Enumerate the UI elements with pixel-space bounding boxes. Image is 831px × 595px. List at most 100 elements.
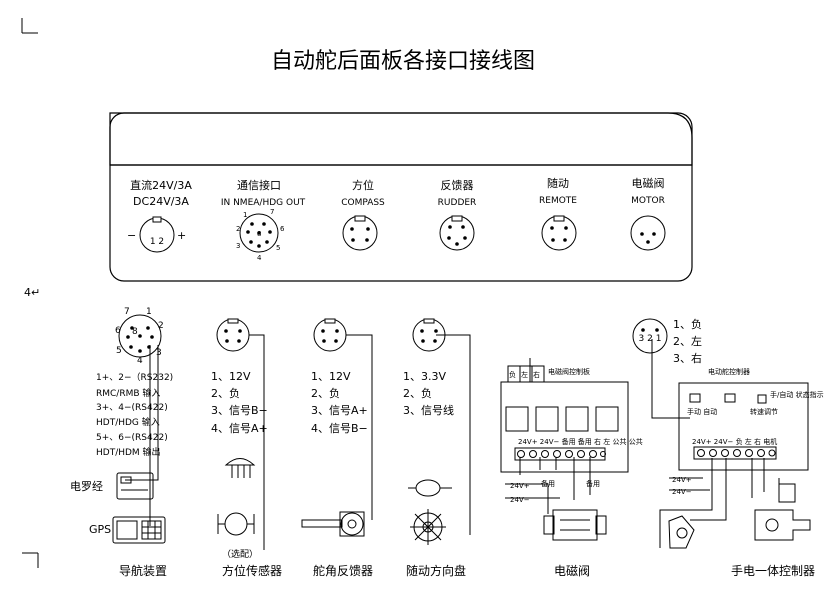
compass-sensor-group: 1、12V 2、负 3、信号B− 4、信号A+ （选配） 方位传感器 [211,318,282,578]
gps-device [112,516,166,544]
power-plus: + [177,229,186,242]
panel-connectors [139,213,666,253]
connector-power [139,216,175,253]
wires [125,334,780,550]
rudder-line-2: 2、负 [311,386,340,400]
motor-controller-group: 3 2 1 1、负 2、左 3、右 电动舵控制器 手/自动 状态指示 手动 自动… [632,317,824,578]
motor-v-plus: 24V+ [672,476,692,484]
comm-pin-8: 8 [257,230,261,238]
comm-pin-5: 5 [276,244,280,252]
motor-mini-1: 手/自动 状态指示 [770,390,824,399]
port-rudder-en: RUDDER [438,198,477,208]
gyro-compass-device [116,472,154,500]
nav-note-1: 1+、2−（RS232) [96,372,173,383]
motor-line-2: 2、左 [673,335,702,348]
comm-pin-3: 3 [236,242,240,250]
nav-pin-5: 5 [116,346,122,356]
nav-note-6: HDT/HDM 输出 [96,446,161,458]
valve-relays [505,406,619,432]
nav-note-2: RMC/RMB 输入 [96,387,160,399]
port-rudder-cn: 反馈器 [441,179,474,192]
page-corner-marks [21,18,39,568]
comm-pin-1: 1 [243,211,247,219]
diagram-title: 自动舵后面板各接口接线图 [271,49,535,74]
rudder-feedback-group: 1、12V 2、负 3、信号A+ 4、信号B− 舵角反馈器 [301,318,373,578]
valve-top-term-3: 右 [533,370,540,379]
motor-mini-3: 转速调节 [750,407,778,416]
nav-pin-6: 6 [115,326,121,336]
compass-sensor-connector [216,318,250,352]
nav-pin-1: 1 [146,307,152,317]
rudder-connector [313,318,347,352]
port-remote-en: REMOTE [539,196,577,206]
connector-rudder [439,215,475,251]
nav-pin-4: 4 [137,356,143,366]
motor-terminal-labels: 24V+ 24V− 负 左 右 电机 [692,437,777,446]
nav-connector [118,314,162,358]
compass-line-2: 2、负 [211,386,240,400]
port-power-en: DC24V/3A [133,195,189,208]
compass-optional: （选配） [222,548,258,560]
power-pins: 1 2 [150,237,164,247]
motor-line-1: 1、负 [673,317,702,331]
panel-pin-numbers: − + 1 2 1 7 2 8 6 3 5 4 [127,208,285,262]
remote-caption: 随动方向盘 [406,563,466,578]
compass-line-4: 4、信号A+ [211,422,268,435]
nav-gps-label: GPS [89,523,111,536]
motor-ctrl-indicators [689,393,767,404]
nav-pin-8: 8 [132,327,138,337]
solenoid-valve-device [543,509,607,541]
nav-note-3: 3+、4−(RS422) [96,403,168,413]
comm-pin-6: 6 [280,225,285,233]
nav-pin-7: 7 [124,307,130,317]
remote-group: 1、3.3V 2、负 3、信号线 随动方向盘 [403,318,466,578]
connector-compass [342,215,378,251]
port-comm-en: IN NMEA/HDG OUT [221,198,306,208]
port-motor-cn: 电磁阀 [632,176,665,190]
hand-controller-device [668,483,811,549]
margin-mark: 4↵ [24,286,40,299]
port-compass-en: COMPASS [341,198,385,208]
motor-ctrl-board [678,382,809,471]
valve-v-minus: 24V− [510,496,530,504]
nav-note-5: 5+、6−(RS422) [96,433,168,443]
remote-line-3: 3、信号线 [403,403,454,417]
valve-board [500,381,629,473]
rudder-caption: 舵角反馈器 [313,563,373,578]
nav-pin-2: 2 [158,321,164,331]
valve-terminal-block [514,447,606,461]
comm-pin-4: 4 [257,254,262,262]
rudder-line-3: 3、信号A+ [311,404,368,417]
rudder-line-4: 4、信号B− [311,422,368,435]
compass-line-3: 3、信号B− [211,404,268,417]
connector-motor [630,215,666,251]
motor-mini-2: 手动 自动 [687,407,717,416]
compass-caption: 方位传感器 [222,563,282,578]
motor-caption: 手电一体控制器 [731,564,815,578]
port-remote-cn: 随动 [547,176,569,190]
valve-top-term-1: 负 [509,370,516,379]
motor-ctrl-pins: 3 2 1 [639,334,662,344]
motor-board-label: 电动舵控制器 [708,367,750,376]
port-motor-en: MOTOR [631,196,665,206]
motor-line-3: 3、右 [673,351,702,365]
nav-caption: 导航装置 [119,563,167,578]
nav-group: 7 1 6 8 2 5 3 4 1+、2−（RS232) RMC/RMB 输入 … [70,307,173,578]
connector-comm [239,213,279,253]
port-comm-cn: 通信接口 [237,179,281,192]
nav-compass-label: 电罗经 [70,480,103,493]
remote-wheel-device [408,479,452,545]
valve-caption: 电磁阀 [554,563,590,578]
motor-ctrl-connector [632,318,668,354]
remote-connector [412,318,446,352]
valve-group: 负 左 右 电磁阀控制板 24V+ 24V− 备用 备用 右 左 公共 公共 2… [500,365,643,578]
nav-note-4: HDT/HDG 输入 [96,416,160,428]
valve-terminal-labels: 24V+ 24V− 备用 备用 右 左 公共 公共 [518,437,643,446]
rudder-feedback-device [301,511,365,537]
remote-line-1: 1、3.3V [403,370,446,383]
connector-remote [541,215,577,251]
back-panel [109,112,693,282]
comm-pin-7: 7 [270,208,274,216]
valve-top-term-2: 左 [521,370,528,379]
